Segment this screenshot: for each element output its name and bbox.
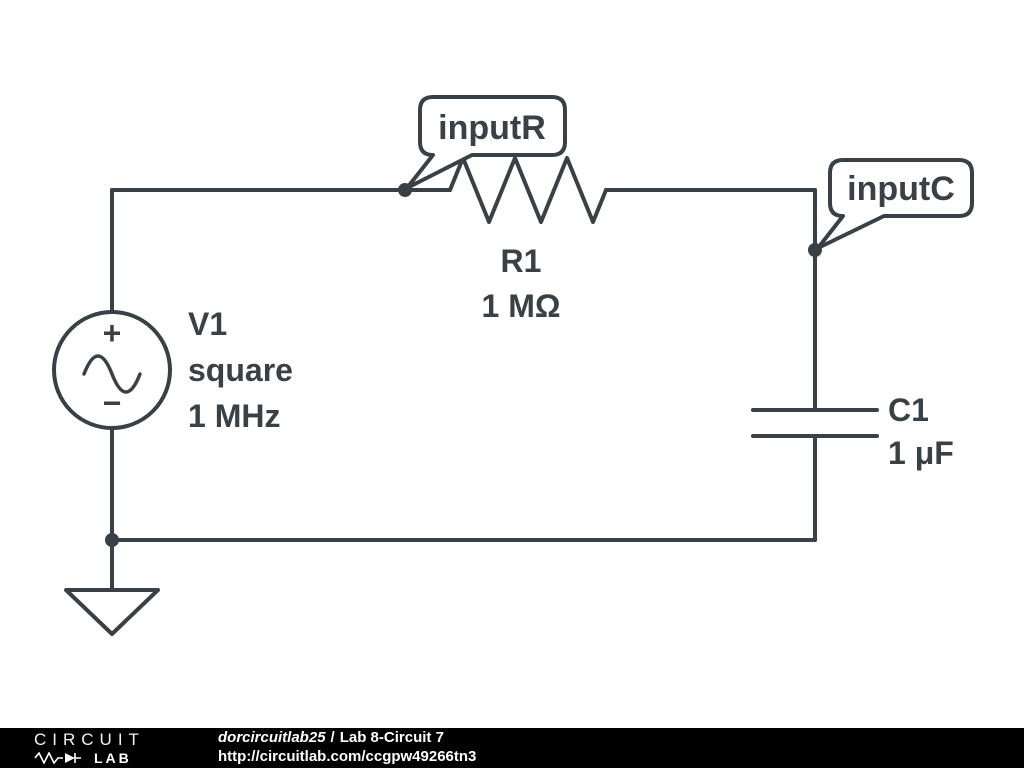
source-waveform-label: square <box>188 352 293 388</box>
source-wave-icon <box>82 354 142 394</box>
node-dot-ground <box>105 533 119 547</box>
capacitor-designator-label: C1 <box>888 392 929 428</box>
footer-separator: / <box>330 729 335 747</box>
logo-text-lab: LAB <box>94 749 132 766</box>
capacitor-symbol <box>751 408 879 438</box>
capacitor-value-label: 1 μF <box>888 435 954 471</box>
callout-inputR <box>405 95 567 190</box>
resistor-symbol <box>448 156 608 224</box>
node-label-inputR: inputR <box>438 109 546 147</box>
node-label-inputC: inputC <box>847 170 955 208</box>
resistor-designator-label: R1 <box>501 243 542 279</box>
schematic-area: inputR inputC R1 1 MΩ V1 square 1 MHz C1… <box>52 95 974 636</box>
footer-url: http://circuitlab.com/ccgpw49266tn3 <box>218 748 477 765</box>
circuit-canvas: inputR inputC R1 1 MΩ V1 square 1 MHz C1… <box>52 95 974 636</box>
footer-meta: dorcircuitlab25 / Lab 8-Circuit 7 http:/… <box>218 729 476 767</box>
logo-waveform-diode-icon <box>34 751 81 764</box>
footer-title-line: dorcircuitlab25 / Lab 8-Circuit 7 <box>218 729 476 748</box>
resistor-value-label: 1 MΩ <box>482 288 561 324</box>
footer-circuit-title: Lab 8-Circuit 7 <box>339 729 444 747</box>
circuitlab-logo: CIRCUIT LAB <box>34 730 184 765</box>
source-designator-label: V1 <box>188 306 227 342</box>
callout-inputC <box>816 158 974 250</box>
logo-bottom-row: LAB <box>34 751 184 765</box>
footer-bar: CIRCUIT LAB dorcircuitlab25 / Lab 8-Circ… <box>0 728 1024 768</box>
source-plus-sign: + <box>103 315 122 351</box>
footer-author: dorcircuitlab25 <box>218 729 326 747</box>
source-minus-sign: − <box>103 385 122 421</box>
ground-icon <box>64 588 160 636</box>
source-frequency-label: 1 MHz <box>188 398 280 434</box>
logo-text-circuit: CIRCUIT <box>34 730 145 750</box>
